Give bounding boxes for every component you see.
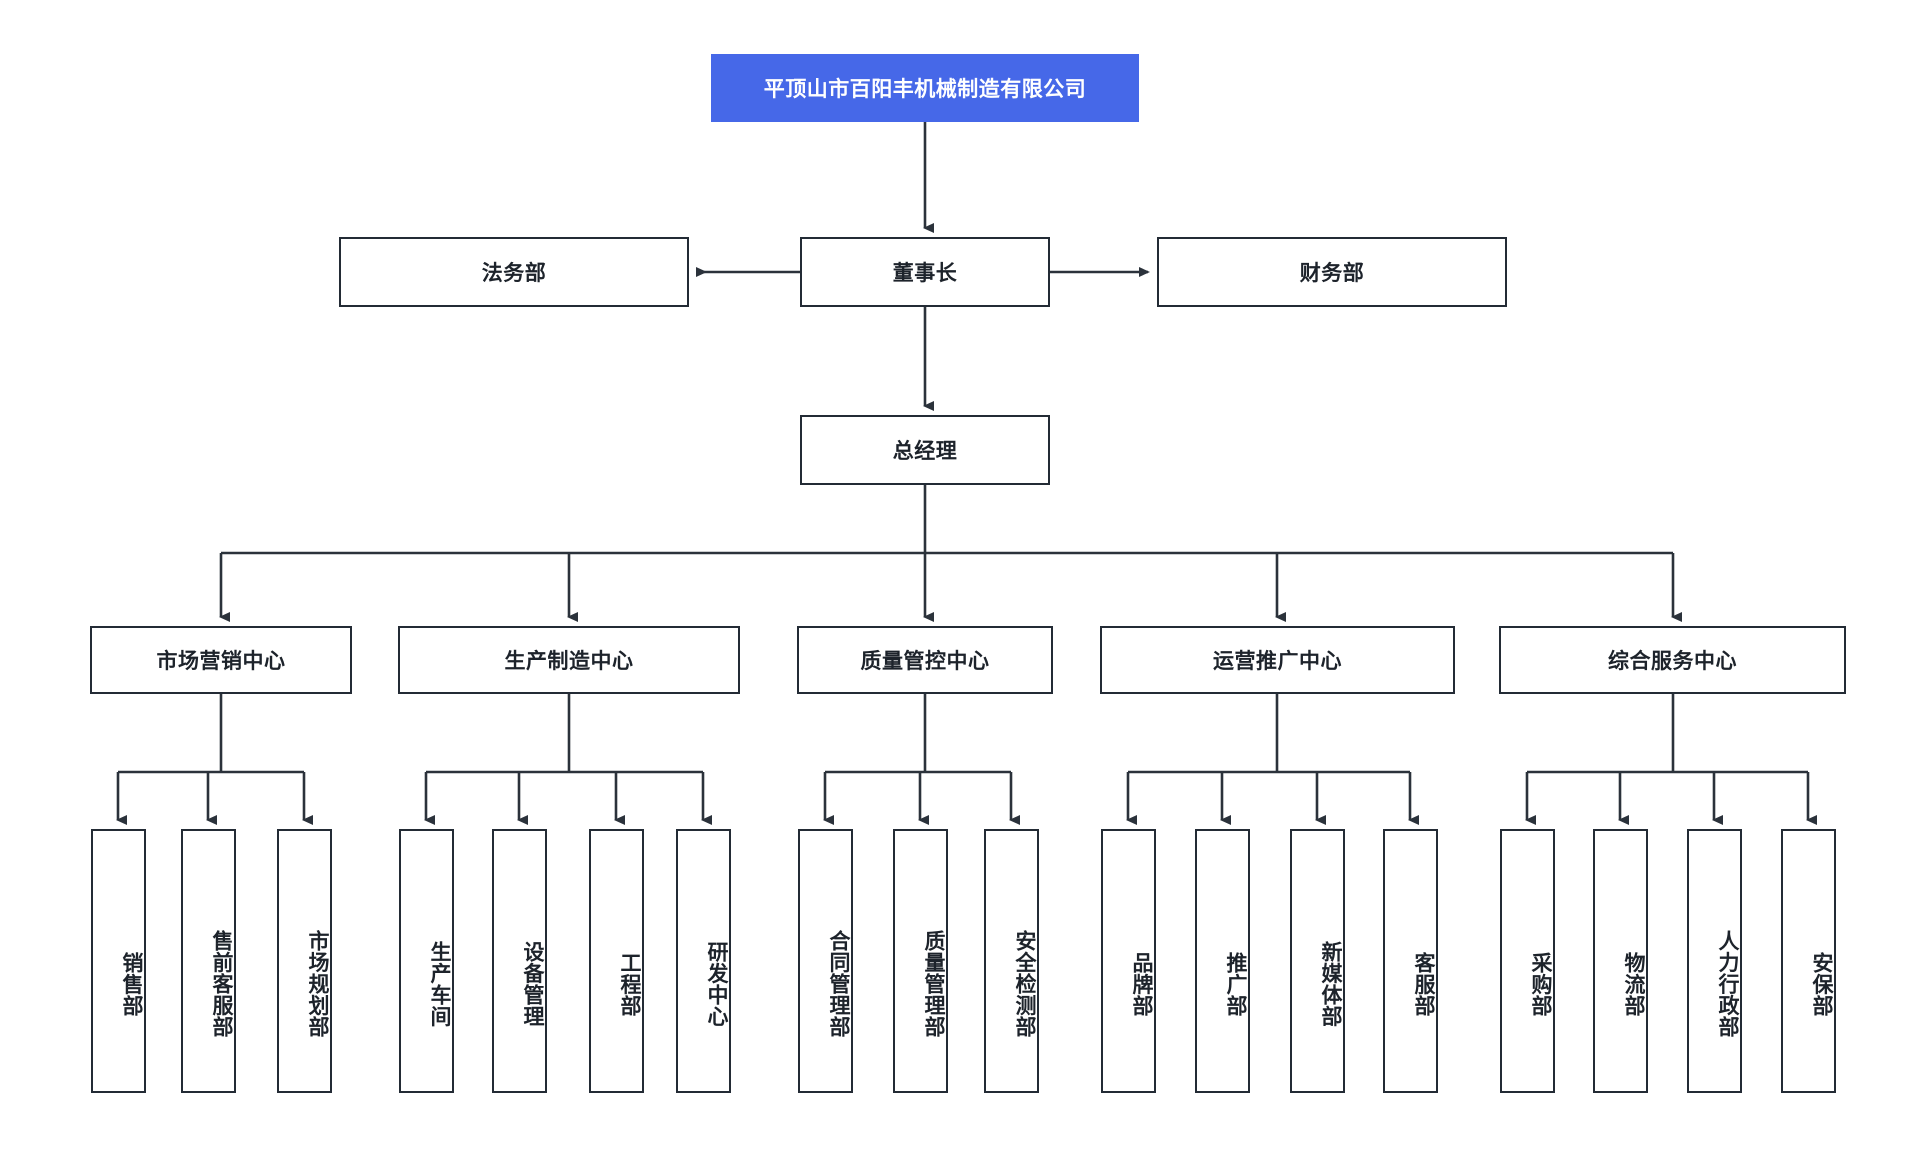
node-dept-security[interactable]: 安保部	[1781, 829, 1836, 1093]
node-label: 物流部	[1622, 951, 1645, 1017]
node-dept-market-planning[interactable]: 市场规划部	[277, 829, 332, 1093]
node-dept-equipment-management[interactable]: 设备管理	[492, 829, 547, 1093]
node-label: 市场营销中心	[156, 650, 286, 673]
node-dept-contract-management[interactable]: 合同管理部	[798, 829, 853, 1093]
node-label: 设备管理	[521, 941, 544, 1027]
node-dept-engineering[interactable]: 工程部	[589, 829, 644, 1093]
node-dept-hr-admin[interactable]: 人力行政部	[1687, 829, 1742, 1093]
node-label: 人力行政部	[1716, 930, 1739, 1038]
node-center-operations[interactable]: 运营推广中心	[1100, 626, 1455, 694]
node-label: 生产车间	[428, 941, 451, 1027]
node-label: 质量管控中心	[860, 650, 990, 673]
node-label: 安保部	[1810, 951, 1833, 1017]
node-label: 总经理	[892, 440, 958, 463]
node-dept-promotion[interactable]: 推广部	[1195, 829, 1250, 1093]
node-label: 财务部	[1299, 262, 1365, 285]
node-center-general-services[interactable]: 综合服务中心	[1499, 626, 1846, 694]
node-dept-quality-management[interactable]: 质量管理部	[893, 829, 948, 1093]
node-dept-rnd-center[interactable]: 研发中心	[676, 829, 731, 1093]
node-dept-new-media[interactable]: 新媒体部	[1290, 829, 1345, 1093]
node-label: 生产制造中心	[504, 650, 634, 673]
node-label: 合同管理部	[827, 930, 850, 1038]
node-dept-brand[interactable]: 品牌部	[1101, 829, 1156, 1093]
node-dept-presales-support[interactable]: 售前客服部	[181, 829, 236, 1093]
node-label: 推广部	[1224, 951, 1247, 1017]
node-label: 工程部	[618, 951, 641, 1017]
node-label: 客服部	[1412, 951, 1435, 1017]
node-chairman[interactable]: 董事长	[800, 237, 1050, 307]
node-label: 售前客服部	[210, 930, 233, 1038]
node-label: 市场规划部	[306, 930, 329, 1038]
node-dept-logistics[interactable]: 物流部	[1593, 829, 1648, 1093]
node-label: 综合服务中心	[1608, 650, 1737, 673]
node-label: 安全检测部	[1013, 930, 1036, 1038]
node-label: 研发中心	[705, 941, 728, 1027]
node-center-marketing[interactable]: 市场营销中心	[90, 626, 352, 694]
node-dept-procurement[interactable]: 采购部	[1500, 829, 1555, 1093]
node-label: 平顶山市百阳丰机械制造有限公司	[763, 78, 1087, 101]
node-label: 品牌部	[1130, 951, 1153, 1017]
node-dept-safety-inspection[interactable]: 安全检测部	[984, 829, 1039, 1093]
node-label: 运营推广中心	[1213, 650, 1342, 673]
node-dept-customer-service[interactable]: 客服部	[1383, 829, 1438, 1093]
node-label: 质量管理部	[922, 930, 945, 1038]
node-company-root[interactable]: 平顶山市百阳丰机械制造有限公司	[711, 54, 1139, 122]
node-label: 法务部	[481, 262, 547, 285]
node-label: 董事长	[892, 262, 958, 285]
node-label: 采购部	[1529, 951, 1552, 1017]
node-dept-production-workshop[interactable]: 生产车间	[399, 829, 454, 1093]
node-label: 新媒体部	[1319, 941, 1342, 1027]
node-label: 销售部	[120, 951, 143, 1017]
node-finance-department[interactable]: 财务部	[1157, 237, 1507, 307]
node-center-quality[interactable]: 质量管控中心	[797, 626, 1053, 694]
node-general-manager[interactable]: 总经理	[800, 415, 1050, 485]
node-legal-department[interactable]: 法务部	[339, 237, 689, 307]
node-center-production[interactable]: 生产制造中心	[398, 626, 740, 694]
node-dept-sales[interactable]: 销售部	[91, 829, 146, 1093]
